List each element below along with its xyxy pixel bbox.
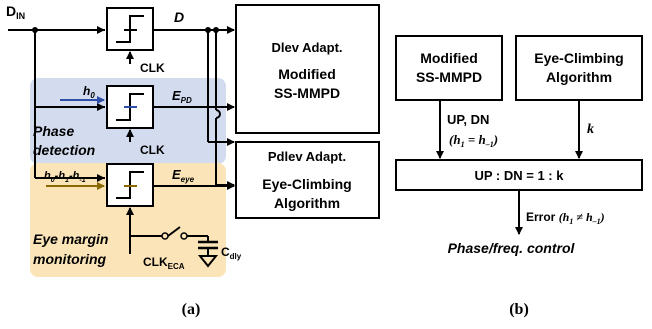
- svg-text:Algorithm: Algorithm: [274, 195, 340, 211]
- clk-label-1: CLK: [140, 61, 165, 75]
- clk-eca-label: CLKECA: [143, 255, 185, 271]
- pd-slicer: [106, 85, 154, 129]
- cap-label: Cdly: [221, 245, 242, 261]
- svg-text:SS-MMPD: SS-MMPD: [416, 69, 482, 85]
- svg-text:Modified: Modified: [278, 66, 336, 82]
- svg-text:Pdlev Adapt.: Pdlev Adapt.: [268, 149, 346, 164]
- output-d-label: D: [174, 9, 184, 25]
- phase-freq-control-label: Phase/freq. control: [448, 240, 576, 256]
- h0-label: h0: [83, 84, 95, 100]
- ground-icon: [197, 255, 219, 268]
- data-slicer: [106, 7, 154, 51]
- cond1-label: (h1 = h–1): [449, 132, 498, 149]
- switch: [167, 226, 181, 237]
- eca-box-a: Pdlev Adapt. Eye-Climbing Algorithm: [235, 141, 380, 219]
- ratio-box: UP : DN = 1 : k: [395, 159, 643, 191]
- error-label: Error (h1 ≠ h–1): [526, 210, 605, 226]
- mmpd-box-a: Dlev Adapt. Modified SS-MMPD: [235, 4, 380, 134]
- svg-text:SS-MMPD: SS-MMPD: [274, 85, 340, 101]
- svg-text:Dlev Adapt.: Dlev Adapt.: [271, 40, 342, 55]
- k-label: k: [587, 122, 594, 137]
- eca-box-b: Eye-Climbing Algorithm: [515, 35, 643, 101]
- eye-threshold-label: h0-h1-h-1: [44, 170, 86, 184]
- eye-margin-label-1: Eye margin: [33, 231, 108, 247]
- caption-a: (a): [182, 301, 201, 318]
- phase-detection-label-2: detection: [33, 142, 95, 158]
- svg-text:UP : DN = 1 : k: UP : DN = 1 : k: [475, 168, 565, 183]
- svg-text:Eye-Climbing: Eye-Climbing: [534, 50, 623, 66]
- eye-margin-region: [30, 163, 226, 277]
- input-label: DIN: [6, 3, 25, 21]
- caption-b: (b): [509, 301, 529, 318]
- eye-margin-label-2: monitoring: [33, 251, 107, 267]
- updn-label: UP, DN: [447, 112, 489, 127]
- eye-slicer: [106, 163, 154, 207]
- svg-text:Algorithm: Algorithm: [546, 69, 612, 85]
- clk-label-2: CLK: [140, 143, 165, 157]
- mmpd-box-b: Modified SS-MMPD: [395, 35, 503, 101]
- phase-detection-label-1: Phase: [33, 123, 74, 139]
- epd-label: EPD: [172, 88, 192, 105]
- eeye-label: Eeye: [172, 167, 195, 184]
- svg-text:Eye-Climbing: Eye-Climbing: [262, 176, 351, 192]
- svg-text:Modified: Modified: [420, 50, 478, 66]
